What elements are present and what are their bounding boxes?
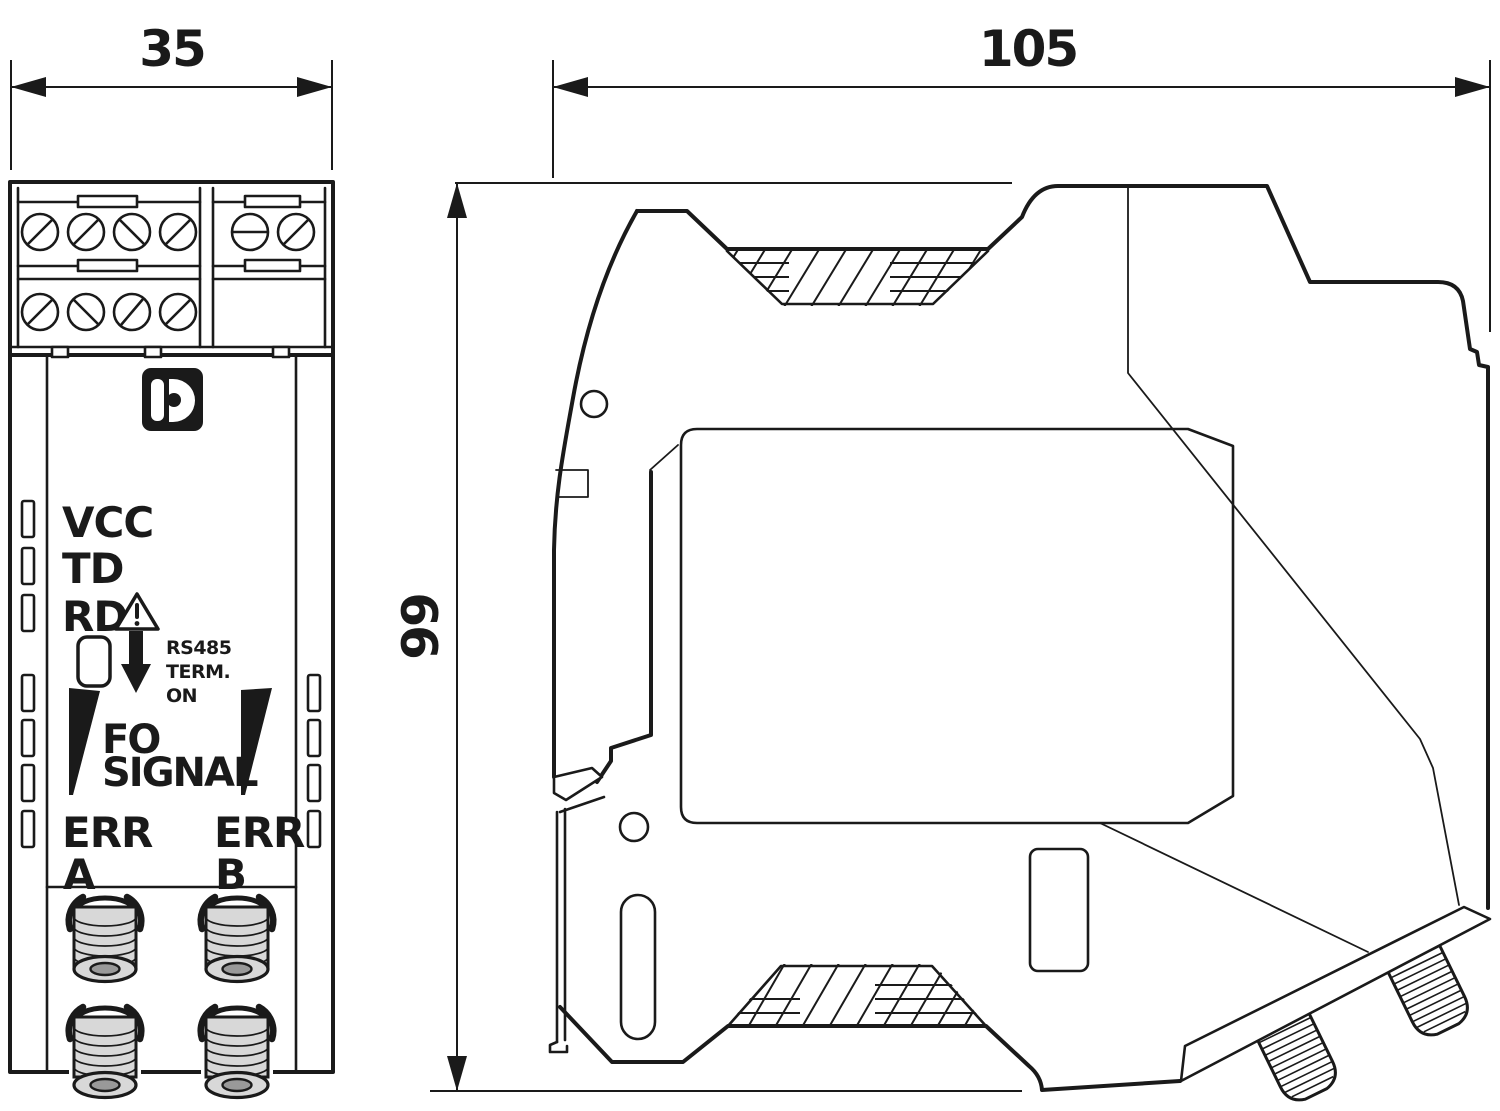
phoenix-contact-logo [142,368,203,431]
side-foot-step [595,470,653,784]
dim-depth-value: 105 [979,20,1077,78]
mold-edge [649,444,679,471]
led-signal-a2 [20,718,36,758]
led-signal-b2 [306,718,322,758]
label-fo: FO [102,717,159,763]
arrowhead-left-icon [11,77,46,97]
side-outline-bottom [558,1005,1182,1092]
led-err-b [306,809,322,849]
mold-edge [1127,185,1460,906]
mounting-hole-upper [579,389,609,419]
fo-connector-b-upper[interactable] [197,893,277,984]
signal-wedge-a [69,688,100,795]
warning-icon [114,592,160,631]
housing-body [8,345,335,1074]
dim-front-width: 35 [10,20,333,170]
arrowhead-right-icon [1455,77,1490,97]
dim-height: 99 [392,182,1022,1092]
signal-wedge-b [241,688,272,795]
terminal-latch [243,258,302,273]
label-td: TD [62,544,124,593]
label-term: TERM. [166,661,230,683]
terminal-block [8,180,335,357]
fo-connector-a-lower[interactable] [65,985,145,1100]
slot-rear [1028,847,1090,973]
arrowhead-left-icon [553,77,588,97]
led-err-a [20,809,36,849]
side-view [548,184,1492,1102]
termination-arrow-icon [121,631,151,693]
led-signal-a1 [20,673,36,713]
label-vcc: VCC [62,498,153,547]
fo-connector-a-upper[interactable] [65,893,145,984]
led-signal-a3 [20,763,36,803]
terminal-screws[interactable] [20,212,316,332]
mounting-hole-lower [618,811,650,843]
led-rd [20,593,36,633]
din-guide-notch [555,469,589,498]
terminal-latch [76,194,139,209]
label-rs485: RS485 [166,637,231,659]
terminal-latch [76,258,139,273]
led-column-left [20,499,36,849]
led-td [20,546,36,586]
dim-height-value: 99 [392,594,450,660]
side-outline-front-curve [552,209,639,779]
vent-hatch [725,964,989,1028]
label-signal: SIGNAL [102,750,258,796]
label-channel-b: B [215,850,246,899]
fo-connector-b-lower[interactable] [197,985,277,1100]
housing-outline [8,353,335,1074]
dim-depth: 105 [552,20,1491,332]
led-column-right [306,673,322,849]
recessed-panel [679,427,1235,825]
terminal-latch [243,194,302,209]
led-signal-b1 [306,673,322,713]
side-outline-top [635,184,1490,910]
label-on: ON [166,685,197,707]
termination-switch[interactable] [76,635,112,688]
vent-bottom [725,964,989,1028]
bottom-flange [1179,905,1492,1083]
mold-edge [1099,822,1369,953]
vent-hatch [726,249,989,306]
front-view: VCC TD RD RS485 TERM. ON FO SIGNAL ERR A… [8,180,335,1100]
label-err-b: ERR [214,808,305,857]
slot-vertical [619,893,657,1041]
label-err-a: ERR [62,808,153,857]
din-rail-clip[interactable] [548,766,606,1054]
led-signal-b3 [306,763,322,803]
dim-width-value: 35 [139,20,205,78]
vent-top [725,249,990,306]
led-vcc [20,499,36,539]
label-channel-a: A [63,850,96,899]
arrowhead-right-icon [297,77,332,97]
label-rd: RD [62,592,127,641]
arrowhead-up-icon [447,183,467,218]
arrowhead-down-icon [447,1056,467,1091]
